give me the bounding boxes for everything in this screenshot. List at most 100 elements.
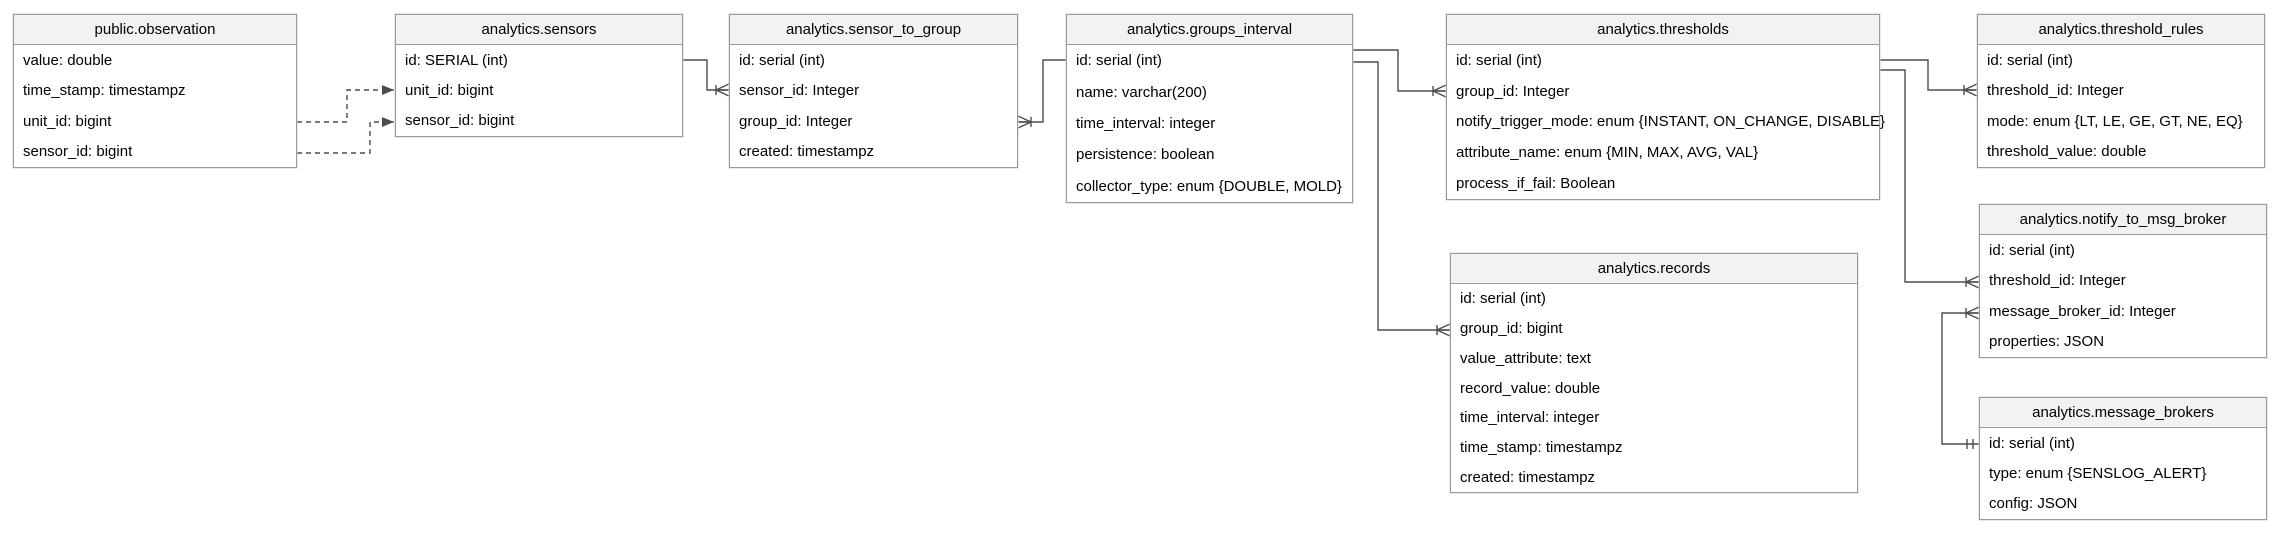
crowfoot-many-marker	[1963, 89, 1978, 97]
entity-field: id: SERIAL (int)	[405, 51, 508, 69]
entity-field: value: double	[23, 51, 113, 69]
crowfoot-many-marker	[1965, 312, 1980, 320]
entity-title: analytics.message_brokers	[1980, 398, 2266, 428]
entity-field: id: serial (int)	[739, 51, 825, 69]
relationship-line	[1353, 61, 1450, 331]
fk-observation-unit-id-to-sensors-unit-id	[297, 85, 394, 123]
crowfoot-many-marker	[1017, 121, 1032, 129]
entity-field: properties: JSON	[1989, 333, 2105, 351]
entity-field: group_id: Integer	[1456, 82, 1570, 100]
entity-field-list: id: serial (int) sensor_id: Integer group_…	[730, 45, 1017, 167]
relationship-line	[1880, 69, 1979, 283]
entity-field: mode: enum {LT, LE, GE, GT, NE, EQ}	[1987, 112, 2243, 130]
entity-field: persistence: boolean	[1076, 146, 1215, 164]
entity-field: config: JSON	[1989, 495, 2078, 513]
entity-field-list: id: serial (int) group_id: bigint value_at…	[1451, 284, 1857, 492]
entity-field: id: serial (int)	[1989, 241, 2075, 259]
crowfoot-many-marker	[1436, 323, 1451, 331]
entity-field: value_attribute: text	[1460, 349, 1591, 367]
relationship-line	[1353, 49, 1446, 92]
entity-field: id: serial (int)	[1460, 290, 1546, 308]
entity-field: id: serial (int)	[1987, 51, 2073, 69]
entity-field-list: id: serial (int) type: enum {SENSLOG_ALER…	[1980, 428, 2266, 519]
crowfoot-many-marker	[1436, 329, 1451, 337]
crowfoot-many-marker	[1965, 306, 1980, 314]
rel-thresholds-id-to-threshold-rules-threshold-id	[1880, 59, 1978, 97]
rel-thresholds-id-to-notify-to-msg-broker-threshold-id	[1880, 69, 1980, 289]
entity-title: analytics.sensors	[396, 15, 682, 45]
entity-table-public-observation: public.observation value: double time_stam…	[13, 14, 297, 168]
entity-field: notify_trigger_mode: enum {INSTANT, ON_C…	[1456, 113, 1886, 131]
entity-table-analytics-records: analytics.records id: serial (int) group_i…	[1450, 253, 1858, 493]
crowfoot-many-marker	[1963, 83, 1978, 91]
entity-field: sensor_id: bigint	[23, 143, 133, 161]
entity-field: attribute_name: enum {MIN, MAX, AVG, VAL…	[1456, 144, 1759, 162]
crowfoot-many-marker	[715, 83, 730, 91]
entity-field: id: serial (int)	[1989, 434, 2075, 452]
entity-field: threshold_value: double	[1987, 143, 2147, 161]
rel-groups-interval-id-to-thresholds-group-id	[1353, 49, 1447, 98]
entity-field: time_interval: integer	[1460, 409, 1600, 427]
relationship-line	[683, 59, 729, 91]
crowfoot-many-marker	[1965, 275, 1980, 283]
entity-field-list: id: SERIAL (int) unit_id: bigint sensor_id…	[396, 45, 682, 136]
rel-notify-to-msg-broker-message-broker-id-to-message-brokers-id	[1941, 306, 1980, 449]
arrowhead-marker	[382, 85, 394, 95]
fk-observation-sensor-id-to-sensors-sensor-id	[297, 117, 394, 154]
entity-field: sensor_id: Integer	[739, 82, 860, 100]
entity-field-list: id: serial (int) threshold_id: Integer mod…	[1978, 45, 2264, 167]
entity-field: unit_id: bigint	[405, 81, 494, 99]
relationship-line	[1018, 59, 1066, 123]
relationship-line	[297, 121, 394, 154]
entity-field: time_stamp: timestampz	[1460, 438, 1623, 456]
entity-field: group_id: Integer	[739, 112, 853, 130]
relationship-line	[1941, 312, 1979, 445]
entity-title: analytics.records	[1451, 254, 1857, 284]
rel-groups-interval-id-to-records-group-id	[1353, 61, 1451, 337]
entity-field-list: id: serial (int) threshold_id: Integer mes…	[1980, 235, 2266, 357]
entity-field: record_value: double	[1460, 379, 1601, 397]
relationship-line	[297, 89, 394, 123]
entity-title: analytics.groups_interval	[1067, 15, 1352, 45]
entity-field: message_broker_id: Integer	[1989, 302, 2176, 320]
crowfoot-many-marker	[1965, 281, 1980, 289]
crowfoot-many-marker	[715, 89, 730, 97]
entity-table-analytics-sensors: analytics.sensors id: SERIAL (int) unit_id…	[395, 14, 683, 137]
crowfoot-many-marker	[1432, 84, 1447, 92]
entity-field: collector_type: enum {DOUBLE, MOLD}	[1076, 177, 1342, 195]
entity-field: time_interval: integer	[1076, 115, 1216, 133]
entity-field: group_id: bigint	[1460, 320, 1563, 338]
entity-field: time_stamp: timestampz	[23, 82, 186, 100]
entity-title: analytics.thresholds	[1447, 15, 1879, 45]
entity-title: public.observation	[14, 15, 296, 45]
entity-field: id: serial (int)	[1456, 51, 1542, 69]
entity-field: unit_id: bigint	[23, 112, 112, 130]
entity-field: threshold_id: Integer	[1987, 82, 2124, 100]
entity-field: created: timestampz	[739, 143, 875, 161]
relationship-line	[1880, 59, 1977, 91]
crowfoot-many-marker	[1017, 115, 1032, 123]
entity-field-list: id: serial (int) group_id: Integer notify_…	[1447, 45, 1886, 199]
rel-sensors-id-to-sensor-to-group-sensor-id	[683, 59, 730, 97]
rel-groups-interval-id-to-sensor-to-group-group-id	[1017, 59, 1066, 129]
entity-title: analytics.sensor_to_group	[730, 15, 1017, 45]
entity-field: id: serial (int)	[1076, 52, 1162, 70]
entity-field: name: varchar(200)	[1076, 83, 1207, 101]
entity-field: process_if_fail: Boolean	[1456, 175, 1616, 193]
entity-field: sensor_id: bigint	[405, 112, 515, 130]
entity-title: analytics.notify_to_msg_broker	[1980, 205, 2266, 235]
entity-field-list: value: double time_stamp: timestampz unit_…	[14, 45, 296, 167]
entity-title: analytics.threshold_rules	[1978, 15, 2264, 45]
entity-field: created: timestampz	[1460, 468, 1596, 486]
entity-field: threshold_id: Integer	[1989, 272, 2126, 290]
entity-field-list: id: serial (int) name: varchar(200) time_i…	[1067, 45, 1352, 202]
entity-field: type: enum {SENSLOG_ALERT}	[1989, 464, 2207, 482]
crowfoot-many-marker	[1432, 90, 1447, 98]
